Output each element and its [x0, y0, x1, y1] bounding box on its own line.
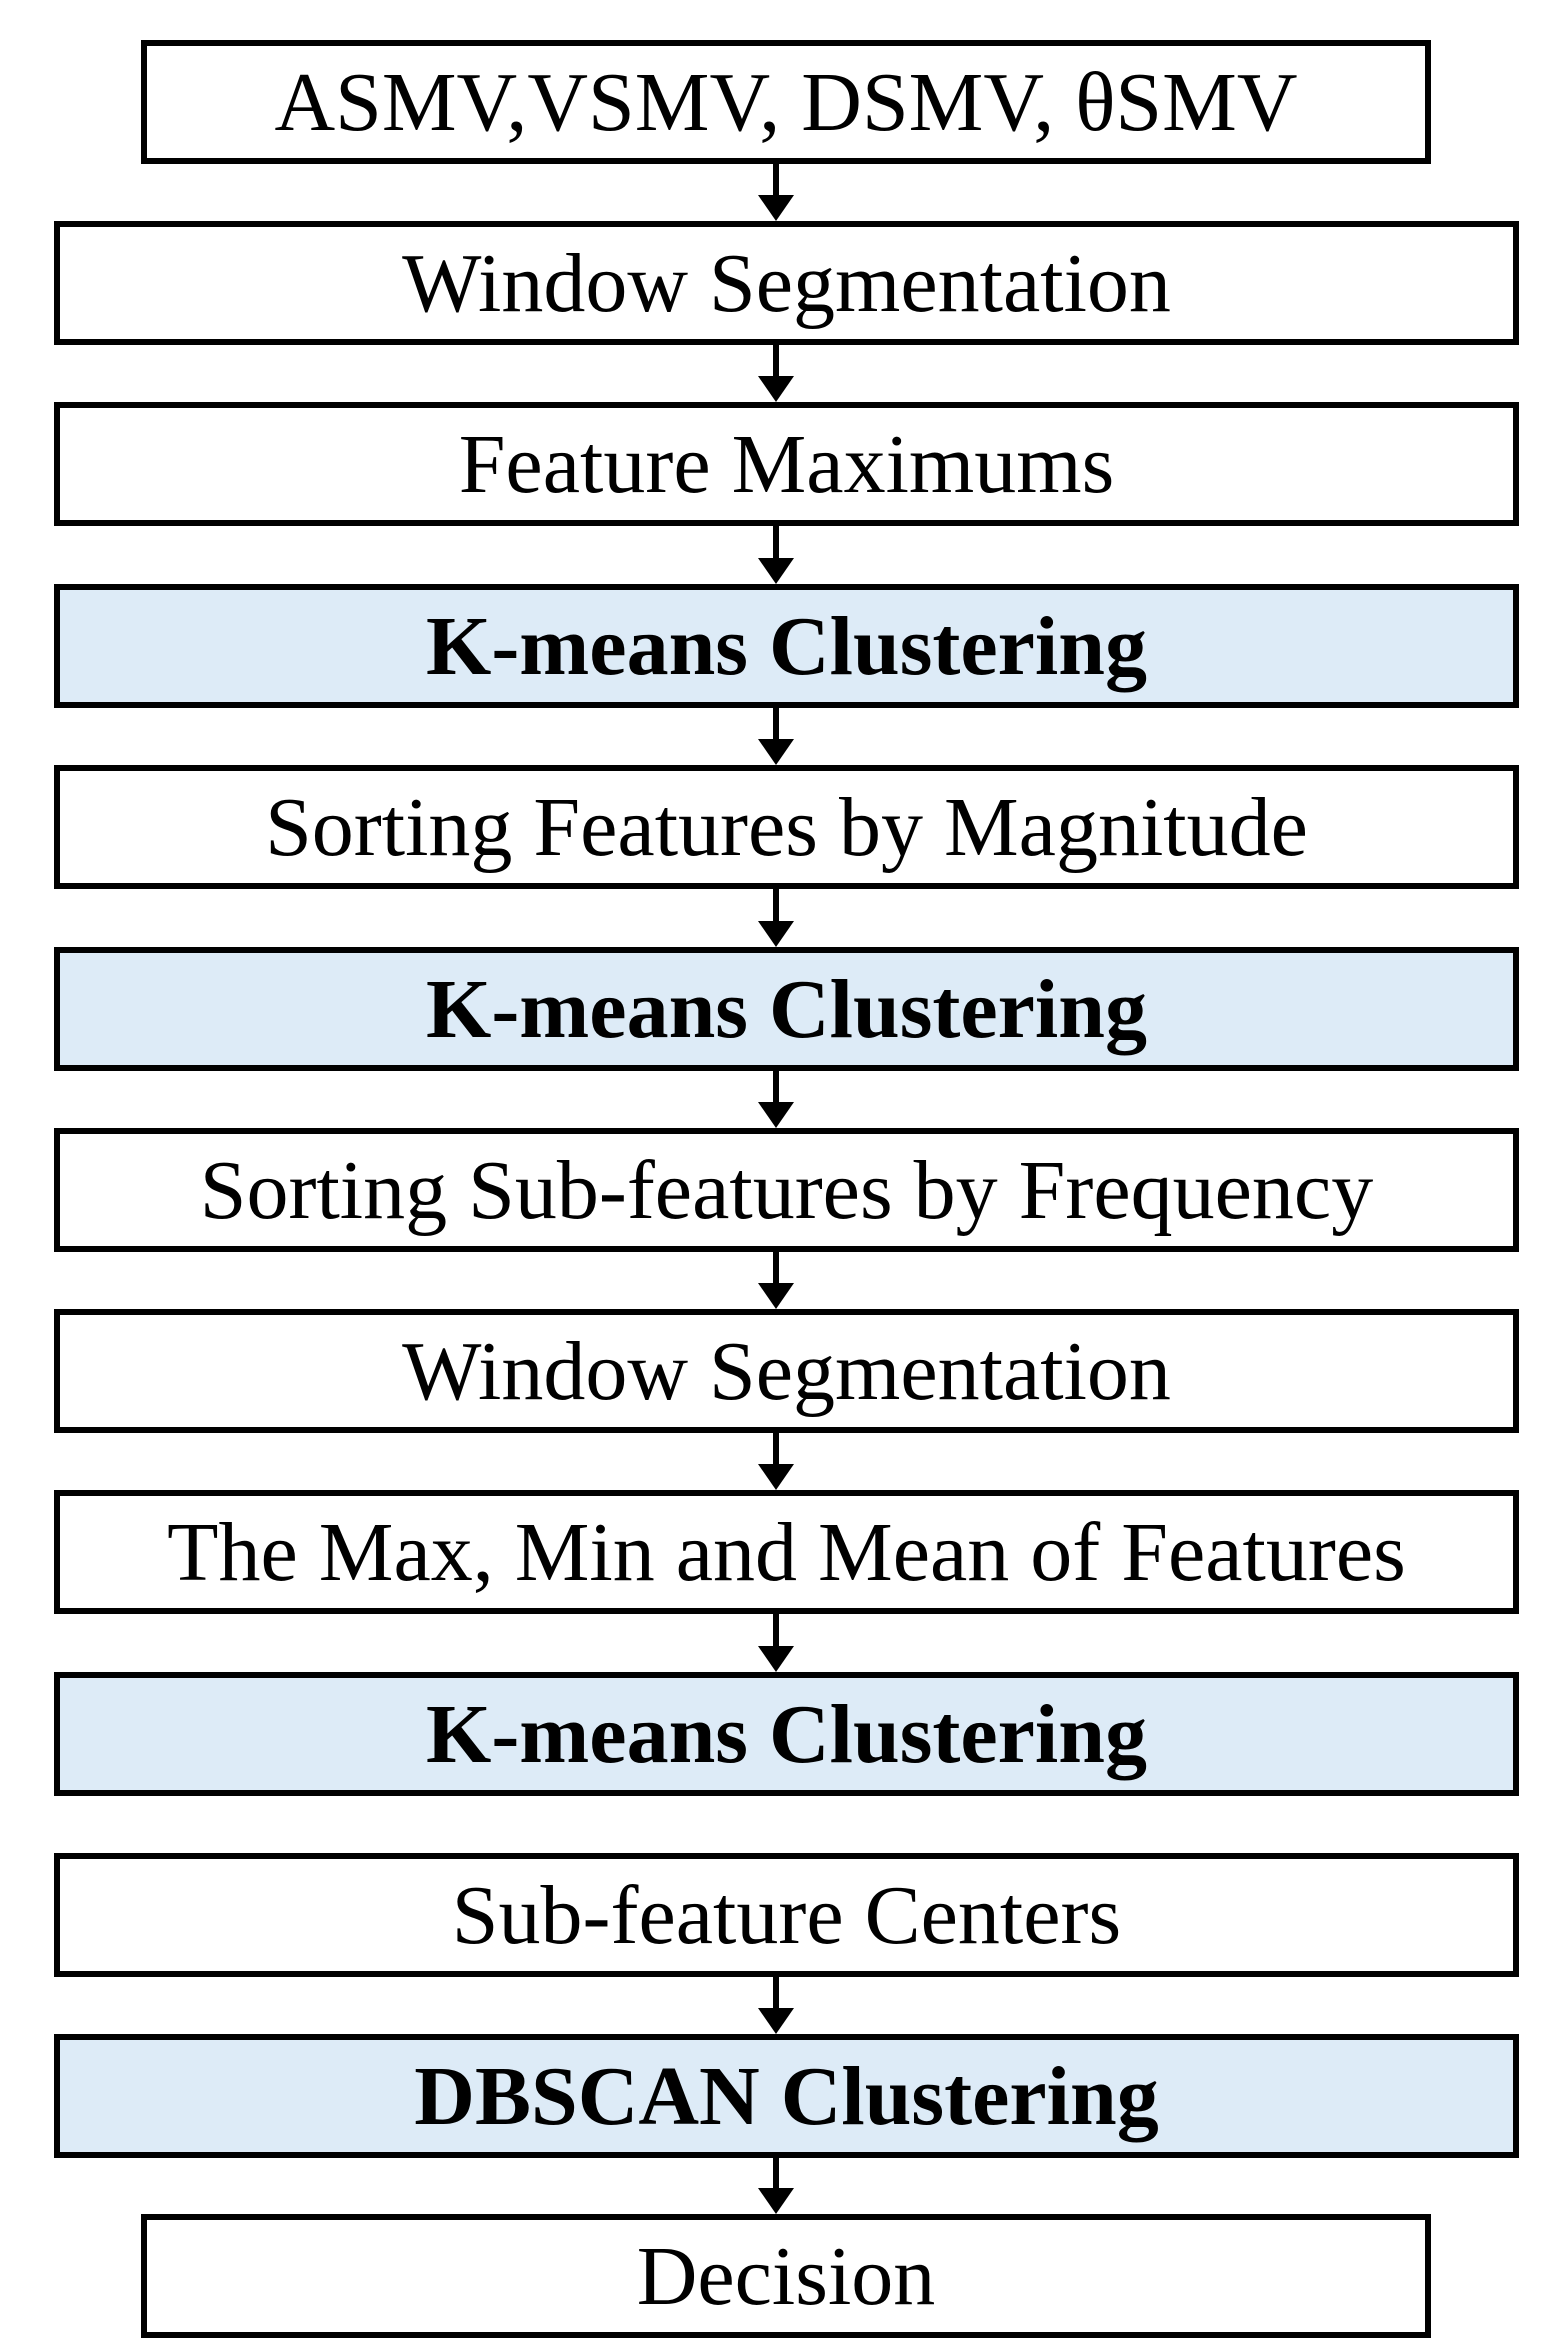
arrow-shaft	[773, 1252, 779, 1289]
arrow-head	[758, 2188, 794, 2214]
step-window-segmentation-1: Window Segmentation	[54, 221, 1519, 345]
step-dbscan-clustering: DBSCAN Clustering	[54, 2034, 1519, 2158]
arrow-head	[758, 1102, 794, 1128]
step-input-signals: ASMV,VSMV, DSMV, θSMV	[141, 40, 1431, 164]
arrow-shaft	[773, 164, 779, 201]
arrow-head	[758, 1646, 794, 1672]
arrow-head	[758, 2008, 794, 2034]
step-window-segmentation-2: Window Segmentation	[54, 1309, 1519, 1433]
step-sub-feature-centers: Sub-feature Centers	[54, 1853, 1519, 1977]
arrow-shaft	[773, 1977, 779, 2014]
arrow-head	[758, 376, 794, 402]
arrow-head	[758, 1464, 794, 1490]
arrow-shaft	[773, 2158, 779, 2194]
step-kmeans-clustering-3: K-means Clustering	[54, 1672, 1519, 1796]
arrow-head	[758, 195, 794, 221]
arrow-shaft	[773, 526, 779, 564]
arrow-head	[758, 1283, 794, 1309]
arrow-shaft	[773, 708, 779, 745]
step-kmeans-clustering-2: K-means Clustering	[54, 947, 1519, 1071]
step-sorting-sub-features-by-frequency: Sorting Sub-features by Frequency	[54, 1128, 1519, 1252]
step-feature-maximums: Feature Maximums	[54, 402, 1519, 526]
step-kmeans-clustering-1: K-means Clustering	[54, 584, 1519, 708]
step-max-min-mean-of-features: The Max, Min and Mean of Features	[54, 1490, 1519, 1614]
arrow-shaft	[773, 1071, 779, 1108]
arrow-shaft	[773, 889, 779, 927]
arrow-shaft	[773, 1433, 779, 1470]
step-sorting-features-by-magnitude: Sorting Features by Magnitude	[54, 765, 1519, 889]
step-decision: Decision	[141, 2214, 1431, 2338]
arrow-shaft	[773, 345, 779, 382]
arrow-head	[758, 558, 794, 584]
arrow-head	[758, 739, 794, 765]
arrow-head	[758, 921, 794, 947]
arrow-shaft	[773, 1614, 779, 1652]
